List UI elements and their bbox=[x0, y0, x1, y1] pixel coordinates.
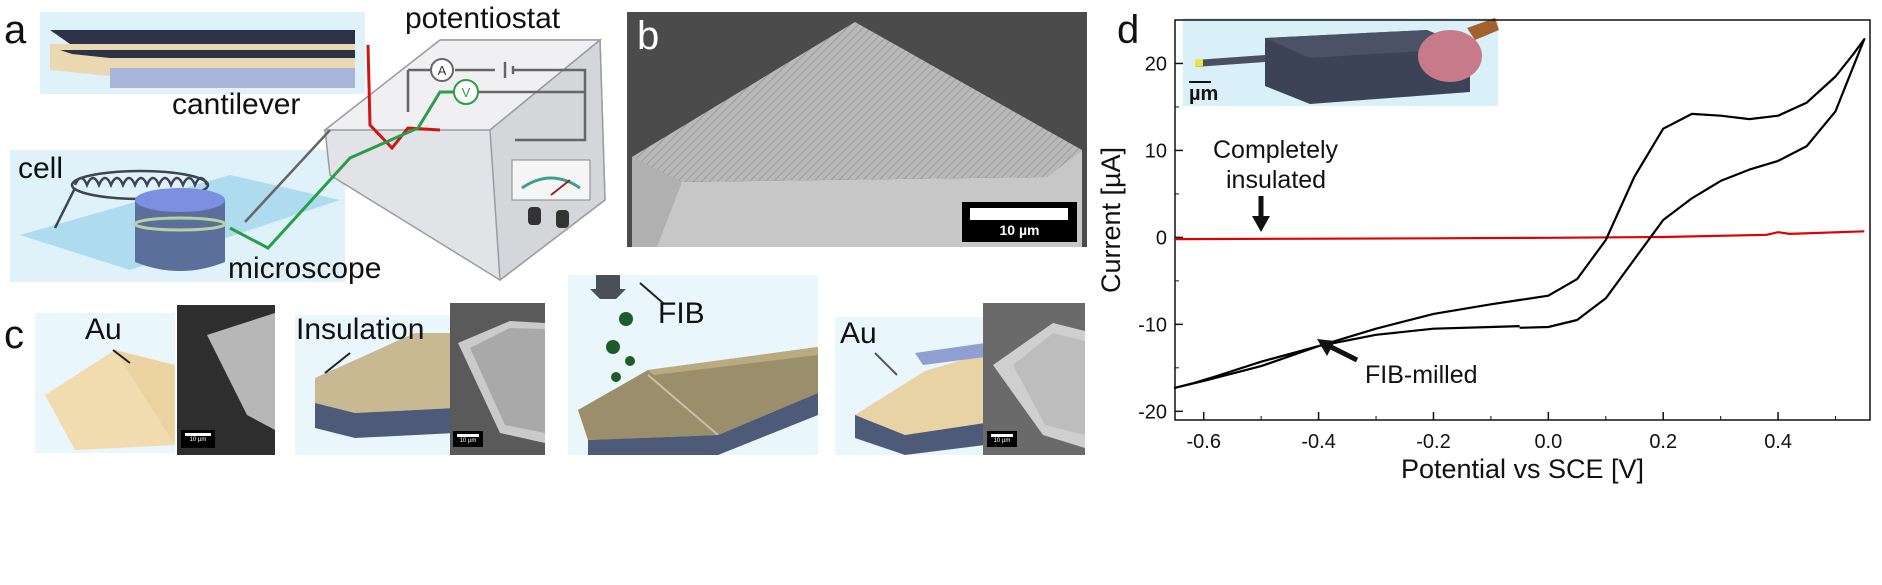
step-au-2-illustration bbox=[835, 317, 985, 455]
y-tick-label: -20 bbox=[1138, 401, 1167, 423]
series-insulated bbox=[1174, 230, 1865, 241]
x-tick-label: -0.4 bbox=[1301, 431, 1335, 453]
potentiostat-label: potentiostat bbox=[405, 2, 561, 35]
y-tick-label: -10 bbox=[1138, 314, 1167, 336]
panel-a-illustration: A V bbox=[10, 12, 606, 282]
cantilever-inset: µm bbox=[1183, 18, 1499, 106]
step-insulation-leader bbox=[324, 352, 351, 374]
arrow-insulated bbox=[1252, 196, 1270, 232]
y-axis-label: Current [µA] bbox=[1096, 147, 1126, 293]
scale-bar-label: 10 µm bbox=[999, 222, 1040, 238]
plot-frame bbox=[1174, 19, 1871, 421]
green-wire bbox=[229, 90, 454, 250]
annotation-insulated-line2: insulated bbox=[1226, 166, 1326, 194]
step-insulation: 10 µm Insulation bbox=[295, 303, 545, 455]
y-tick-label: 20 bbox=[1145, 53, 1167, 75]
microscope-label: microscope bbox=[228, 252, 382, 285]
ammeter-symbol bbox=[430, 58, 454, 82]
series-fib-milled bbox=[1173, 38, 1866, 389]
potentiostat-box bbox=[322, 38, 606, 282]
step-insulation-sem: 10 µm bbox=[450, 303, 545, 455]
cell-label: cell bbox=[18, 152, 64, 185]
sem-tip-1 bbox=[207, 313, 275, 430]
scale-bar-line bbox=[970, 208, 1068, 220]
panel-b-letter: b bbox=[637, 14, 660, 58]
x-tick-label: -0.2 bbox=[1416, 431, 1450, 453]
step-insulation-label: Insulation bbox=[296, 313, 425, 346]
step-insulation-scale: 10 µm bbox=[453, 431, 483, 447]
step-au-1-illustration bbox=[35, 313, 175, 453]
x-tick-label: -0.6 bbox=[1186, 431, 1220, 453]
panel-c-letter: c bbox=[4, 313, 24, 357]
y-tick-label: 0 bbox=[1156, 227, 1167, 249]
step-au-2-leader bbox=[874, 352, 898, 376]
sem-tip-2 bbox=[458, 321, 545, 443]
step-au-1-leader bbox=[112, 349, 131, 364]
cantilever-illustration bbox=[50, 30, 355, 88]
x-tick-label: 0.2 bbox=[1649, 431, 1677, 453]
panel-a: a bbox=[0, 0, 620, 295]
step-insulation-illustration bbox=[295, 315, 455, 455]
step-au-2-scale: 10 µm bbox=[987, 431, 1017, 447]
step-au-2: 10 µm Au bbox=[835, 303, 1085, 455]
electrolyte-cell bbox=[133, 188, 227, 271]
panel-d-letter: d bbox=[1117, 8, 1140, 52]
step-au-1-sem: 10 µm bbox=[177, 305, 275, 455]
step-fib-label: FIB bbox=[658, 297, 705, 330]
annotation-milled: FIB-milled bbox=[1365, 361, 1478, 389]
arrow-milled bbox=[1317, 339, 1359, 363]
annotation-insulated-line1: Completely bbox=[1213, 136, 1339, 164]
sem-tip-4 bbox=[993, 323, 1085, 448]
voltmeter-label: V bbox=[462, 85, 471, 100]
step-fib-illustration bbox=[568, 275, 818, 455]
step-au-1-label: Au bbox=[85, 313, 122, 346]
x-axis-label: Potential vs SCE [V] bbox=[1401, 454, 1644, 484]
circuit-diagram bbox=[406, 62, 587, 142]
ammeter-label: A bbox=[438, 63, 447, 78]
gray-wire bbox=[244, 129, 331, 223]
panel-c: c 10 µm Au 10 µm Insulation bbox=[0, 275, 1090, 585]
step-au-1-scale: 10 µm bbox=[181, 430, 215, 448]
panel-b-scale-bar: 10 µm bbox=[962, 202, 1077, 242]
panel-a-letter: a bbox=[4, 8, 27, 52]
x-tick-label: 0.0 bbox=[1534, 431, 1562, 453]
cv-chart: µm -0.6 -0.4 -0.2 0.0 0.2 0.4 -20 -10 0 10 20Poten… bbox=[1096, 18, 1871, 484]
step-fib: FIB bbox=[568, 275, 818, 455]
inset-scale-label: µm bbox=[1189, 83, 1218, 105]
cantilever-label: cantilever bbox=[172, 88, 301, 121]
x-tick-label: 0.4 bbox=[1764, 431, 1792, 453]
step-au-2-sem: 10 µm bbox=[983, 303, 1085, 455]
y-tick-label: 10 bbox=[1145, 140, 1167, 162]
panel-b: b 10 µm bbox=[627, 12, 1087, 247]
step-au-2-label: Au bbox=[840, 317, 877, 350]
step-au-1: 10 µm Au bbox=[35, 305, 275, 455]
